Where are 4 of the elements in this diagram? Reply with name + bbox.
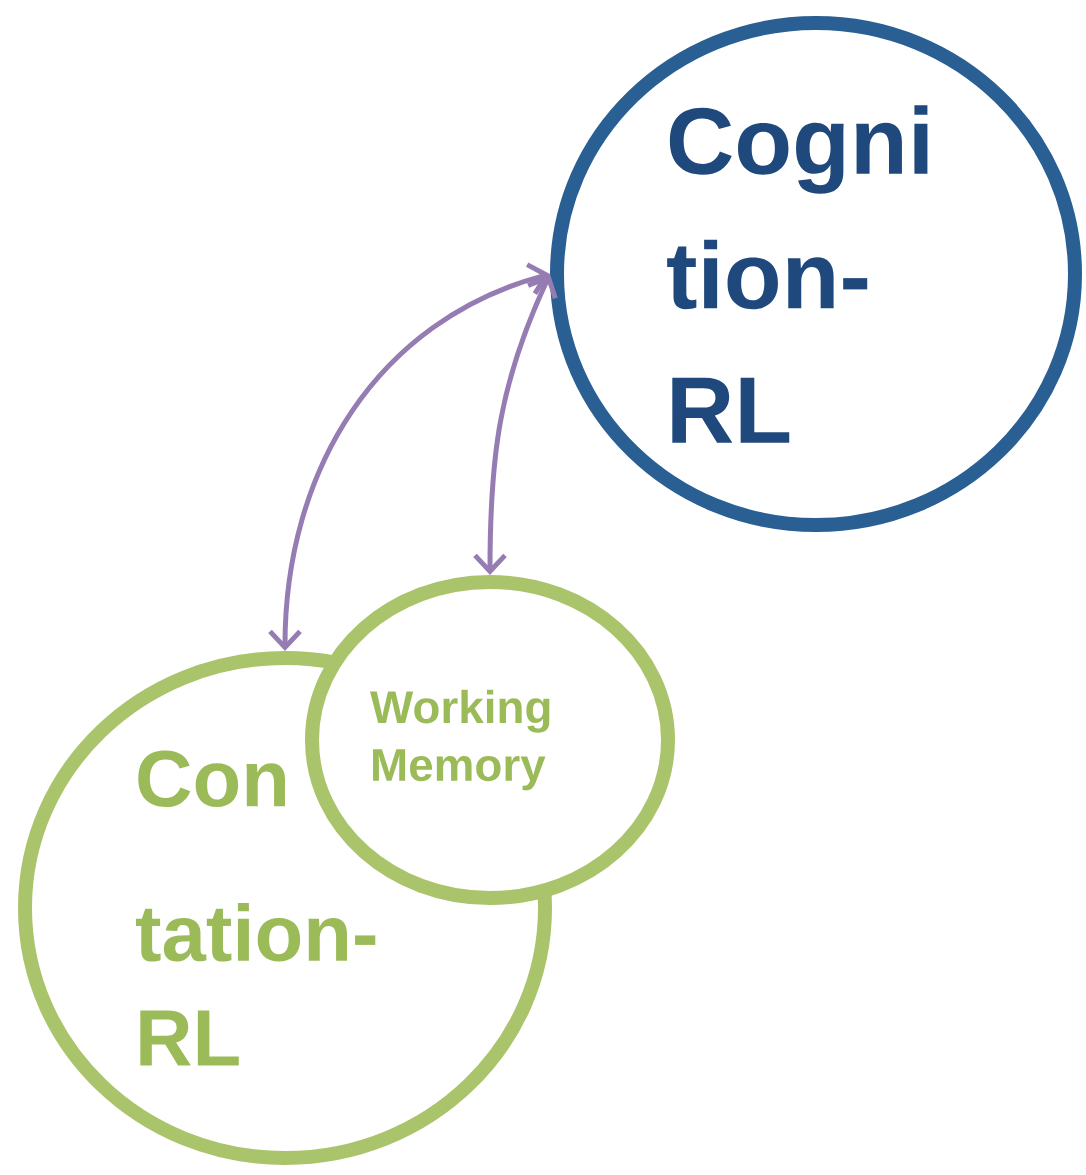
arrow — [268, 262, 550, 651]
arrow — [473, 274, 558, 575]
oval: Cogni tion- RL — [550, 16, 1082, 532]
oval: Working Memory — [305, 575, 675, 905]
